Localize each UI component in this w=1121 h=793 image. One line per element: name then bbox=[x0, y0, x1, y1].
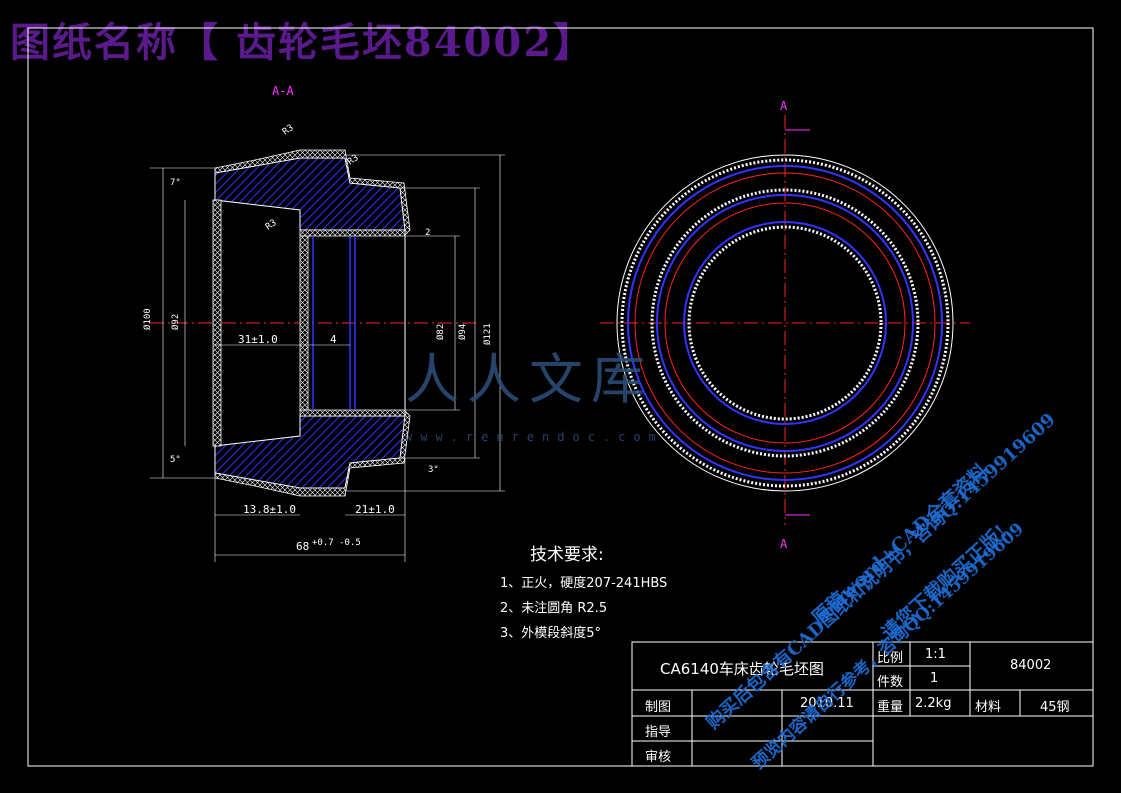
weight-label: 重量 bbox=[877, 700, 904, 715]
requirement-3: 3、外模段斜度5° bbox=[500, 626, 602, 641]
drawing-name: CA6140车床齿轮毛坯图 bbox=[660, 660, 824, 678]
dim-r3-top: R3 bbox=[281, 123, 296, 137]
drawing-date: 2010.11 bbox=[800, 696, 854, 711]
section-mark-top: A bbox=[780, 99, 788, 113]
dim-angle-5: 5° bbox=[170, 455, 181, 465]
circle-mid-red bbox=[664, 202, 906, 444]
outer-frame bbox=[27, 27, 1094, 767]
circle-outer-allowance bbox=[620, 158, 950, 488]
dim-phi100: Ø100 bbox=[142, 308, 153, 330]
circle-pitch bbox=[634, 172, 936, 474]
dim-4: 4 bbox=[330, 333, 337, 346]
dim-21: 21±1.0 bbox=[355, 503, 395, 516]
dim-13: 13.8±1.0 bbox=[243, 503, 296, 516]
guide-label: 指导 bbox=[645, 725, 672, 740]
circle-mid-allowance bbox=[650, 188, 920, 458]
section-label: A-A bbox=[272, 84, 294, 98]
title-block bbox=[631, 641, 1094, 767]
dim-68: 68 bbox=[296, 540, 309, 553]
dim-angle-3: 3° bbox=[428, 465, 439, 475]
material-value: 45钢 bbox=[1040, 700, 1070, 715]
page-title: 图纸名称【 齿轮毛坯84002】 bbox=[10, 19, 596, 66]
qty-value: 1 bbox=[930, 671, 939, 686]
circle-outer-blue bbox=[627, 165, 943, 481]
dim-angle-7: 7° bbox=[170, 178, 181, 188]
circle-bore-allowance bbox=[687, 225, 883, 421]
scale-label: 比例 bbox=[877, 651, 904, 666]
front-view: A A bbox=[600, 99, 970, 551]
dim-phi121: Ø121 bbox=[482, 323, 493, 345]
requirement-2: 2、未注圆角 R2.5 bbox=[500, 601, 608, 616]
circle-outer bbox=[616, 154, 954, 492]
requirement-1: 1、正火，硬度207-241HBS bbox=[500, 576, 668, 591]
scale-value: 1:1 bbox=[925, 647, 946, 662]
weight-value: 2.2kg bbox=[915, 696, 952, 711]
dim-68-tol: +0.7 -0.5 bbox=[312, 538, 361, 548]
logo-text: 人人文库 bbox=[405, 348, 653, 411]
bore-mid-wall bbox=[299, 235, 309, 411]
drawn-label: 制图 bbox=[645, 700, 672, 715]
circle-mid-blue bbox=[656, 194, 914, 452]
bore-left-wall bbox=[212, 199, 222, 447]
section-view: Ø100 Ø92 7° 5° R3 R3 R3 2 31±1.0 4 13.8±… bbox=[142, 84, 505, 562]
dim-phi94: Ø94 bbox=[457, 324, 468, 340]
material-label: 材料 bbox=[975, 700, 1002, 715]
section-mark-bottom: A bbox=[780, 537, 788, 551]
logo-url: www.renrendoc.com bbox=[405, 430, 664, 444]
dim-31: 31±1.0 bbox=[238, 333, 278, 346]
dim-phi92: Ø92 bbox=[170, 314, 181, 330]
dim-phi82: Ø82 bbox=[435, 324, 446, 340]
review-label: 审核 bbox=[645, 750, 672, 765]
dim-2: 2 bbox=[425, 228, 430, 238]
requirements-heading: 技术要求: bbox=[530, 545, 604, 565]
circle-bore-blue bbox=[683, 221, 887, 425]
upper-body bbox=[214, 157, 406, 231]
qty-label: 件数 bbox=[877, 675, 904, 690]
lower-allowance bbox=[214, 409, 411, 497]
upper-allowance bbox=[214, 149, 411, 237]
lower-body bbox=[214, 415, 406, 489]
drawing-code: 84002 bbox=[1010, 658, 1052, 673]
dim-r3-inner: R3 bbox=[264, 218, 279, 232]
